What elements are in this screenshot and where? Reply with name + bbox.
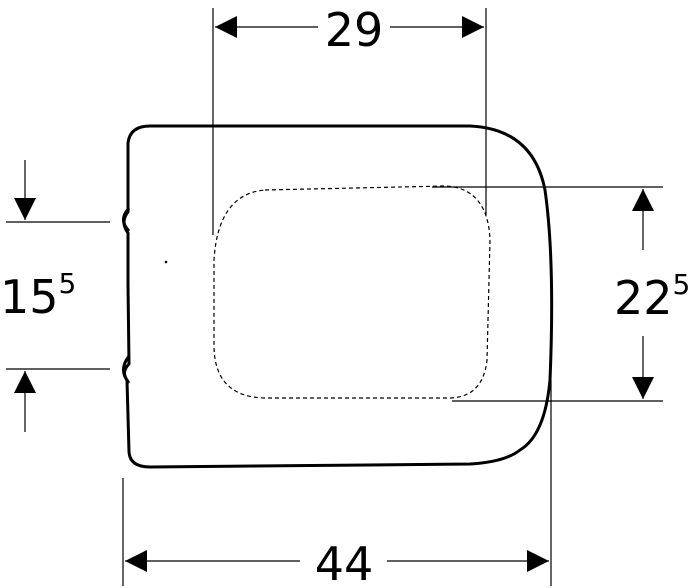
right-dimension-label: 225	[614, 268, 690, 325]
left-dimension-superscript: 5	[59, 267, 77, 300]
hinge-notch-bottom	[122, 355, 131, 384]
seat-outline	[122, 124, 554, 469]
hinge-notch-top	[122, 206, 131, 233]
bottom-dimension-label: 44	[315, 537, 374, 588]
top-dimension-label: 29	[325, 3, 384, 57]
left-dimension-label: 155	[0, 267, 76, 324]
right-dimension-superscript: 5	[673, 268, 691, 301]
seat-opening-dashed	[213, 185, 491, 399]
reference-dot	[164, 260, 168, 264]
